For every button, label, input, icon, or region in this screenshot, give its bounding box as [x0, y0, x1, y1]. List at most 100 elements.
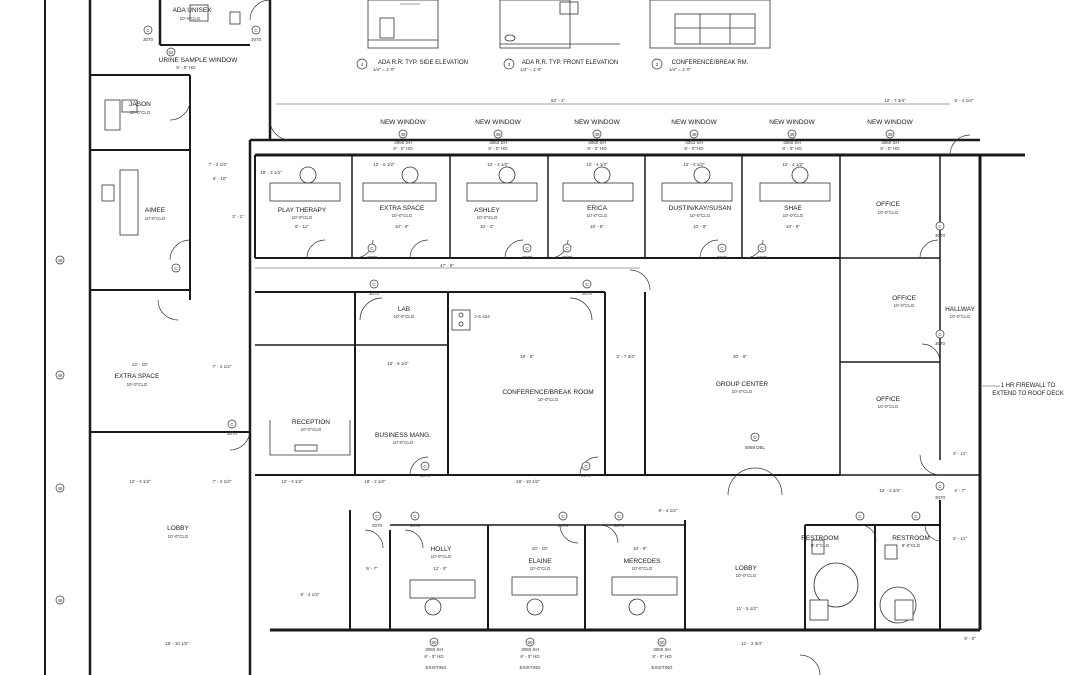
svg-text:2: 2: [656, 62, 659, 67]
svg-text:50: 50: [659, 640, 665, 645]
lower-row-walls: [270, 500, 980, 632]
room-lobby-right: LOBBY: [735, 565, 757, 572]
existing-window-labels: 50 3060 SH 8' - 0" HD EXISTING 50 3060 S…: [424, 637, 673, 670]
room-group-center-clg: 10'-0"CLG: [732, 389, 753, 394]
svg-text:12' - 0": 12' - 0": [433, 566, 447, 571]
svg-text:NEW WINDOW: NEW WINDOW: [475, 119, 521, 126]
room-aimee-clg: 10'-0"CLG: [145, 216, 166, 221]
lab-sink-note: J-S 424: [474, 314, 490, 319]
svg-text:12' - 6 1/2": 12' - 6 1/2": [387, 361, 409, 366]
svg-text:C: C: [938, 224, 942, 229]
reception-desk: [269, 420, 351, 456]
svg-text:12' - 4 1/2": 12' - 4 1/2": [683, 162, 705, 167]
svg-text:3070: 3070: [935, 233, 946, 238]
svg-text:3070: 3070: [369, 291, 380, 296]
svg-text:48: 48: [57, 373, 63, 378]
svg-text:8' - 0" HD: 8' - 0" HD: [424, 654, 444, 659]
room-restroom-b-clg: 8'-0"CLG: [902, 543, 921, 548]
middle-core-walls: [255, 291, 980, 476]
room-shae-dims: 10' - 8": [786, 224, 800, 229]
svg-text:C: C: [938, 332, 942, 337]
top-row-doors: [306, 134, 971, 259]
room-holly: HOLLY: [431, 546, 452, 553]
room-lobby-left: LOBBY: [167, 525, 189, 532]
svg-text:8' - 0" HD: 8' - 0" HD: [488, 146, 508, 151]
svg-text:CONFERENCE/BREAK RM.: CONFERENCE/BREAK RM.: [672, 60, 749, 66]
svg-text:6' - 10": 6' - 10": [213, 176, 227, 181]
svg-text:7' - 2 1/2": 7' - 2 1/2": [209, 162, 228, 167]
room-dustin-clg: 10'-0"CLG: [690, 213, 711, 218]
svg-text:18' - 2 1/2": 18' - 2 1/2": [364, 479, 386, 484]
room-lobby-left-clg: 10'-0"CLG: [168, 534, 189, 539]
room-shae: SHAE: [784, 205, 802, 212]
room-extra-space-top-clg: 10'-0"CLG: [392, 213, 413, 218]
svg-text:48: 48: [57, 598, 63, 603]
svg-text:C: C: [146, 28, 150, 33]
svg-text:49: 49: [594, 132, 600, 137]
room-extra-space-top: EXTRA SPACE: [380, 205, 425, 212]
svg-text:C: C: [585, 282, 589, 287]
svg-text:3070: 3070: [372, 523, 383, 528]
svg-text:3070: 3070: [614, 523, 625, 528]
new-window-labels: NEW WINDOW 49 3060 SH 8' - 0" HD NEW WIN…: [380, 119, 913, 151]
left-wing-doors: [157, 0, 291, 451]
room-dustin-kay-susan: DUSTIN/KAY/SUSAN: [669, 205, 732, 212]
svg-text:D: D: [753, 435, 757, 440]
room-business-manager-clg: 10'-0"CLG: [393, 440, 414, 445]
svg-text:EXISTING: EXISTING: [651, 665, 673, 670]
svg-text:C: C: [858, 514, 862, 519]
svg-text:18' - 10 1/2": 18' - 10 1/2": [165, 641, 189, 646]
svg-text:3063 SH: 3063 SH: [685, 140, 703, 145]
room-erica: ERICA: [587, 205, 608, 212]
room-restroom-a-clg: 8'-0"CLG: [811, 543, 830, 548]
svg-text:3060 SH: 3060 SH: [653, 647, 671, 652]
room-extra-space-top-dims: 10' - 0": [395, 224, 409, 229]
svg-text:4: 4: [361, 62, 364, 67]
room-ashley-dims: 10' - 2": [480, 224, 494, 229]
svg-text:1 HR FIREWALL TO: 1 HR FIREWALL TO: [1001, 383, 1056, 389]
room-play-therapy-dims: 8' - 11": [295, 224, 309, 229]
svg-text:1/4" = 1'-0": 1/4" = 1'-0": [520, 67, 542, 72]
room-restroom-a: RESTROOM: [801, 535, 839, 542]
svg-text:C: C: [914, 514, 918, 519]
svg-text:12' - 4 1/2": 12' - 4 1/2": [487, 162, 509, 167]
svg-text:18' - 10 1/2": 18' - 10 1/2": [516, 479, 540, 484]
room-office-top-clg: 10'-0"CLG: [878, 210, 899, 215]
room-reception: RECEPTION: [292, 419, 330, 426]
left-wing-furniture: [101, 4, 241, 236]
svg-text:3060 SH: 3060 SH: [881, 140, 899, 145]
svg-text:12' - 4 1/2": 12' - 4 1/2": [782, 162, 804, 167]
svg-text:11' - 5 1/2": 11' - 5 1/2": [736, 606, 758, 611]
svg-text:C: C: [617, 514, 621, 519]
svg-text:82' - 1": 82' - 1": [551, 98, 565, 103]
dimension-strings: 82' - 1" 12' - 7 3/4" 6' - 4 1/4" 7' - 2…: [129, 98, 976, 646]
svg-text:12' - 4 1/2": 12' - 4 1/2": [129, 479, 151, 484]
svg-text:9' - 4 1/2": 9' - 4 1/2": [659, 508, 678, 513]
svg-text:2' - 7 3/4": 2' - 7 3/4": [617, 354, 636, 359]
svg-text:3070: 3070: [562, 255, 573, 260]
svg-text:2' - 11": 2' - 11": [953, 451, 967, 456]
svg-text:3070: 3070: [935, 495, 946, 500]
svg-text:3070: 3070: [717, 255, 728, 260]
svg-text:2' - 11": 2' - 11": [953, 536, 967, 541]
svg-text:11' - 2 3/4": 11' - 2 3/4": [741, 641, 763, 646]
left-window-tags: 48 48 48 48: [55, 255, 65, 605]
svg-text:NEW WINDOW: NEW WINDOW: [769, 119, 815, 126]
label-urine-window-size: 5' - 0" HD: [176, 65, 196, 70]
svg-text:3063 SH: 3063 SH: [489, 140, 507, 145]
room-erica-clg: 10'-0"CLG: [587, 213, 608, 218]
svg-text:EXISTING: EXISTING: [519, 665, 541, 670]
svg-text:49: 49: [887, 132, 893, 137]
elevation-4-caption: 4 ADA R.R. TYP. SIDE ELEVATION 1/4" = 1'…: [356, 58, 468, 72]
svg-text:C: C: [525, 246, 529, 251]
svg-text:3060 SH: 3060 SH: [394, 140, 412, 145]
svg-text:49: 49: [691, 132, 697, 137]
svg-text:C: C: [938, 484, 942, 489]
svg-text:C: C: [372, 282, 376, 287]
room-ada-unisex-clg: 10'-0"CLG: [180, 16, 201, 21]
svg-text:C: C: [584, 464, 588, 469]
room-conference-clg: 10'-0"CLG: [538, 397, 559, 402]
svg-text:NEW WINDOW: NEW WINDOW: [867, 119, 913, 126]
svg-text:3070: 3070: [420, 473, 431, 478]
svg-text:48: 48: [57, 258, 63, 263]
